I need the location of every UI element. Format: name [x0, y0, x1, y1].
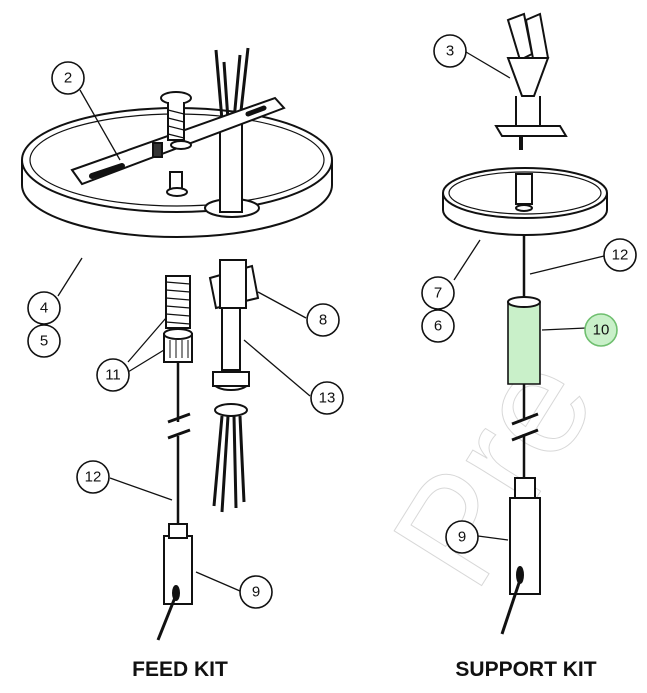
- leader-7: [453, 239, 481, 281]
- callout-3: 3: [433, 34, 467, 68]
- bracket-slot: [89, 163, 125, 179]
- support-lower-holder-cap: [514, 477, 536, 499]
- support-gripper-top: [507, 296, 541, 308]
- svg-text:3: 3: [446, 43, 454, 60]
- watermark-text: Pre: [360, 326, 626, 613]
- cable-break-marks: [167, 412, 191, 440]
- svg-text:7: 7: [434, 285, 442, 302]
- callout-9-left: 9: [239, 575, 273, 609]
- support-gripper: [507, 301, 541, 385]
- feed-kit: [21, 47, 333, 641]
- svg-text:12: 12: [85, 469, 102, 486]
- support-kit-title: SUPPORT KIT: [455, 658, 596, 681]
- leader-3: [465, 51, 511, 79]
- leader-11: [127, 317, 167, 373]
- leader-12-right: [529, 255, 605, 275]
- stud-nut: [166, 187, 188, 197]
- leader-9-right: [477, 535, 509, 541]
- stud: [169, 171, 183, 190]
- svg-text:13: 13: [319, 390, 336, 407]
- cord-bushing: [212, 371, 250, 387]
- callout-12-right: 12: [603, 238, 637, 272]
- support-leaders: [453, 51, 605, 541]
- leader-9-left: [195, 571, 241, 592]
- support-stud-nut: [515, 204, 533, 212]
- holder-hole: [172, 585, 180, 601]
- gripper-top: [163, 328, 193, 340]
- clip-legs: [515, 96, 541, 126]
- screw-washer: [170, 140, 192, 150]
- svg-text:12: 12: [612, 247, 629, 264]
- svg-text:9: 9: [458, 529, 466, 546]
- feed-wires-top: [214, 47, 250, 121]
- clip-waist: [506, 57, 550, 97]
- clip-base: [494, 125, 568, 137]
- svg-text:2: 2: [64, 70, 72, 87]
- svg-text:8: 8: [319, 312, 327, 329]
- callouts: 2 4 5 11 8 13 12 9 3 7 6 12 10 9: [27, 34, 637, 609]
- svg-text:4: 4: [40, 300, 48, 317]
- leader-13: [243, 339, 311, 397]
- leader-4: [57, 257, 83, 297]
- svg-text:9: 9: [252, 584, 260, 601]
- callout-13: 13: [310, 381, 344, 415]
- svg-text:5: 5: [40, 333, 48, 350]
- feed-kit-title: FEED KIT: [132, 658, 228, 681]
- leader-8: [257, 291, 307, 319]
- leader-2: [79, 89, 121, 161]
- leader-10: [541, 327, 587, 331]
- svg-text:10: 10: [593, 322, 610, 339]
- svg-text:11: 11: [105, 367, 121, 384]
- cord-bushing-lower: [214, 403, 248, 417]
- callout-5: 5: [27, 324, 61, 358]
- support-break-marks: [511, 412, 539, 442]
- support-holder-hole: [516, 566, 524, 584]
- callout-12-left: 12: [76, 460, 110, 494]
- clip-upper-right: [524, 12, 550, 66]
- callout-9-right: 9: [445, 520, 479, 554]
- feed-wires-bottom: [212, 415, 246, 513]
- support-lower-holder: [509, 497, 541, 595]
- strain-relief-body: [219, 259, 247, 309]
- bracket-slot-2: [245, 105, 267, 117]
- gripper-ridges: [169, 340, 189, 358]
- support-stud: [515, 173, 533, 205]
- cord-sleeve: [219, 119, 243, 213]
- feed-leaders: [57, 89, 311, 592]
- callout-6: 6: [421, 309, 455, 343]
- callout-8: 8: [306, 303, 340, 337]
- lower-holder-cap: [168, 523, 188, 539]
- nipple-threads: [165, 281, 191, 325]
- threaded-nipple: [165, 275, 191, 329]
- screw-threads: [167, 109, 185, 139]
- support-cable-tail: [500, 573, 524, 635]
- callout-10: 10: [584, 313, 618, 347]
- power-cord: [221, 307, 241, 371]
- callout-4: 4: [27, 291, 61, 325]
- svg-text:6: 6: [434, 318, 442, 335]
- leader-12-left: [109, 477, 173, 501]
- callout-7: 7: [421, 276, 455, 310]
- callout-11: 11: [96, 358, 130, 392]
- support-canopy-inner: [448, 171, 602, 215]
- set-screw: [152, 142, 163, 158]
- support-kit: [442, 12, 608, 635]
- callout-2: 2: [51, 61, 85, 95]
